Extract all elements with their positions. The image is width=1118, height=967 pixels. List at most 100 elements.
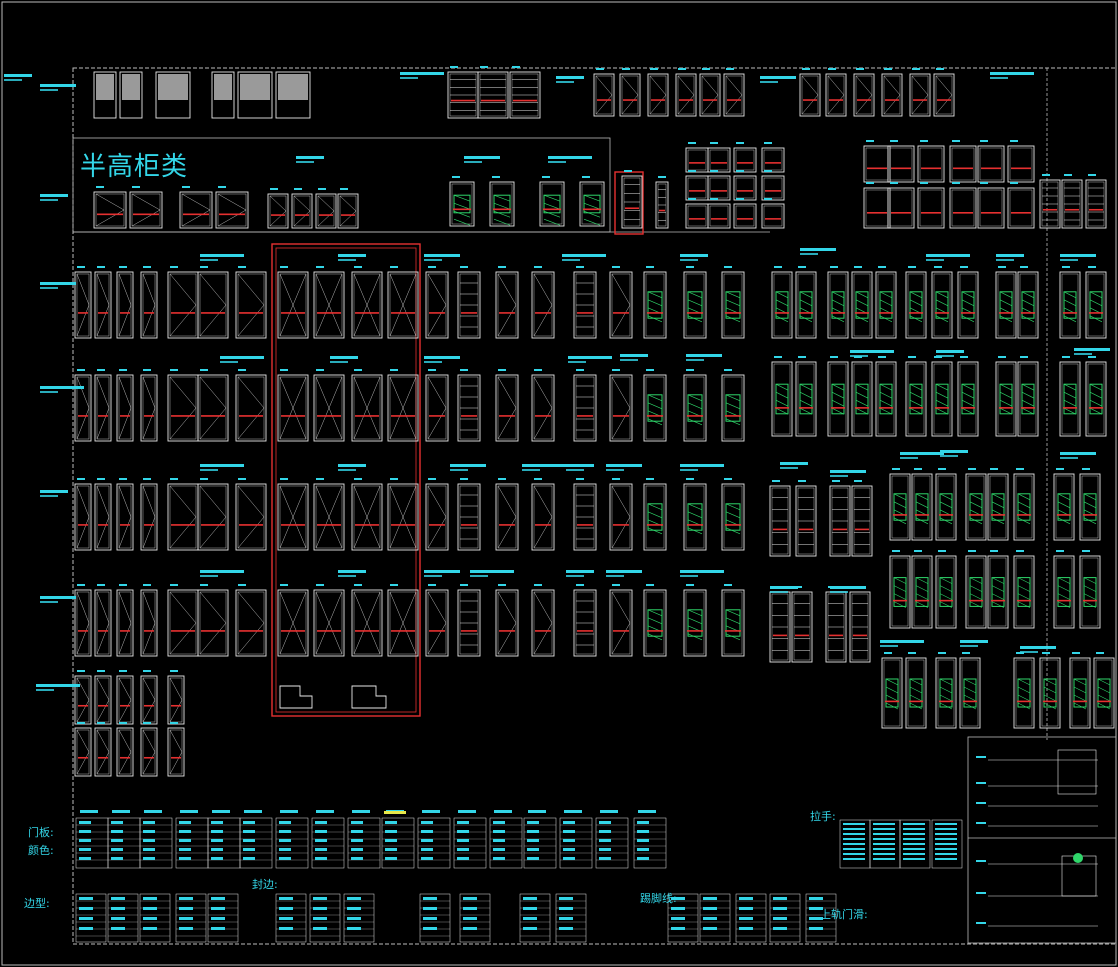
cabinet-inner xyxy=(279,273,307,337)
glass-hatch xyxy=(687,299,703,307)
dimension-tag xyxy=(77,670,85,672)
table-header xyxy=(144,810,162,813)
swing-line xyxy=(142,407,156,440)
glass-panel xyxy=(935,383,949,415)
annotation-tag-sub xyxy=(990,77,1008,79)
dimension-tag xyxy=(688,170,696,172)
glass-hatch xyxy=(1083,501,1097,509)
swing-line xyxy=(497,622,517,655)
cabinet-elevation xyxy=(911,550,933,629)
cabinet-inner xyxy=(709,177,729,199)
annotation-tag-sub xyxy=(996,259,1014,261)
detail-label xyxy=(976,802,986,804)
table-cell-text xyxy=(935,838,957,840)
glass-hatch xyxy=(453,202,471,210)
cabinet-inner xyxy=(1055,557,1073,627)
cabinet-outline xyxy=(643,374,667,442)
glass-panel xyxy=(687,291,703,319)
cabinet-elevation xyxy=(995,356,1017,437)
annotation-tag-sub xyxy=(4,79,22,81)
table-cell-text xyxy=(385,848,397,851)
cabinet-elevation xyxy=(495,478,519,551)
table-cell-text xyxy=(179,927,193,930)
swing-line xyxy=(96,407,110,440)
cabinet-elevation xyxy=(965,550,987,629)
annotation-tag-sub xyxy=(200,259,218,261)
cabinet-elevation xyxy=(1013,550,1035,629)
cabinet-inner xyxy=(889,147,913,181)
cabinet-inner xyxy=(877,273,895,337)
glass-hatch xyxy=(799,315,813,323)
cabinet-outline xyxy=(116,271,134,339)
swing-line xyxy=(76,729,90,753)
cabinet-inner xyxy=(1055,475,1073,539)
glass-hatch xyxy=(1089,315,1103,323)
glass-panel xyxy=(935,291,949,319)
spec-table-lower xyxy=(519,893,551,943)
dimension-tag xyxy=(878,356,886,358)
annotation-tag-sub xyxy=(606,469,624,471)
cabinet-inner xyxy=(1061,363,1079,435)
cabinet-elevation xyxy=(977,182,1005,229)
table-cell-text xyxy=(211,897,225,900)
cabinet-outline xyxy=(531,271,555,339)
annotation-tag-sub xyxy=(1060,259,1078,261)
cabinet-outline xyxy=(881,657,903,729)
glass-panel xyxy=(543,194,561,214)
cabinet-elevation xyxy=(457,266,481,339)
annotation-tag xyxy=(900,452,944,455)
swing-line xyxy=(169,304,197,337)
glass-hatch xyxy=(893,493,907,501)
glass-hatch xyxy=(855,315,869,323)
annotation-tag-yellow xyxy=(384,811,406,814)
cabinet-elevation xyxy=(977,140,1005,183)
annotation-tag-sub xyxy=(566,469,584,471)
spec-table-lower xyxy=(555,893,587,943)
spec-table xyxy=(207,810,241,869)
annotation-tag xyxy=(926,254,970,257)
handle-table xyxy=(869,819,901,869)
cabinet-outline xyxy=(905,271,927,339)
cabinet-outline xyxy=(889,473,911,541)
cabinet-outline xyxy=(573,483,597,551)
cabinet-inner xyxy=(951,147,975,181)
table-cell-text xyxy=(315,830,327,833)
dimension-tag xyxy=(200,266,208,268)
glass-hatch xyxy=(879,391,893,399)
table-cell-text xyxy=(347,897,361,900)
dimension-tag xyxy=(688,142,696,144)
swing-line xyxy=(118,376,132,409)
glass-panel xyxy=(1089,383,1103,415)
table-cell-text xyxy=(739,907,753,910)
spec-tables-group xyxy=(75,749,1098,943)
annotation-tag-sub xyxy=(40,89,58,91)
cabinet-outline xyxy=(769,485,791,557)
swing-line xyxy=(315,591,343,655)
cabinet-elevation xyxy=(351,478,383,551)
table-frame xyxy=(667,893,699,943)
glass-hatch xyxy=(969,493,983,501)
swing-line xyxy=(118,485,132,518)
cabinet-outline xyxy=(93,71,117,119)
cabinet-inner xyxy=(889,189,913,227)
table-frame xyxy=(419,893,451,943)
dimension-tag xyxy=(77,478,85,480)
top-cabinet xyxy=(155,71,191,119)
table-cell-text xyxy=(671,897,685,900)
table-cell-text xyxy=(111,857,123,860)
cabinet-outline xyxy=(1085,271,1107,339)
dimension-tag xyxy=(914,550,922,552)
cabinet-outline xyxy=(733,203,757,229)
cabinet-inner xyxy=(979,189,1003,227)
annotation-tag xyxy=(522,464,566,467)
table-cell-text xyxy=(243,821,255,824)
dimension-tag xyxy=(143,722,151,724)
dimension-tag xyxy=(316,369,324,371)
swing-line xyxy=(353,376,381,440)
table-cell-text xyxy=(351,830,363,833)
cabinet-inner xyxy=(541,183,563,225)
table-cell-text xyxy=(903,833,925,835)
glass-hatch xyxy=(687,633,703,641)
swing-line xyxy=(595,94,613,115)
